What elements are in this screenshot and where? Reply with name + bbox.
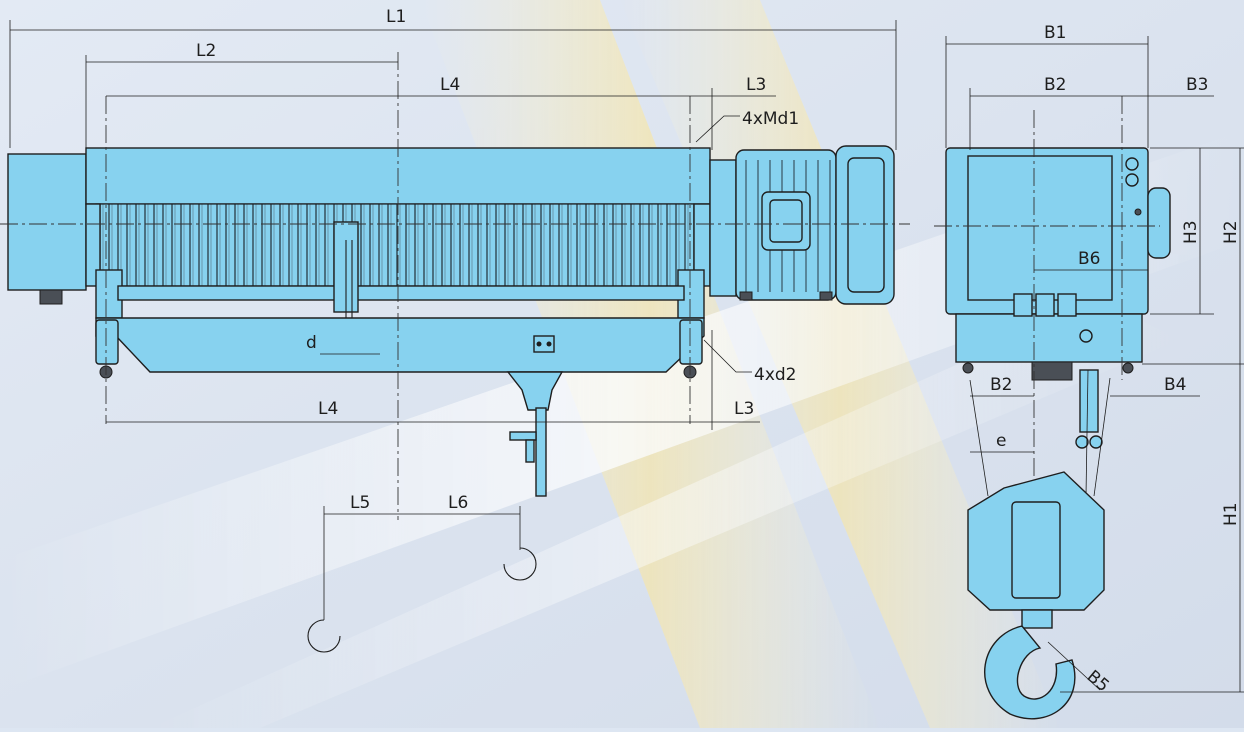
front-centerlines	[0, 52, 910, 520]
label-L1: L1	[386, 7, 406, 27]
front-dimensions	[9, 20, 897, 620]
end-cover	[7, 153, 87, 291]
label-L2: L2	[196, 41, 216, 61]
label-B4: B4	[1164, 375, 1186, 395]
label-L3-top: L3	[746, 75, 766, 95]
hook-icon	[984, 625, 1076, 720]
label-e: e	[996, 431, 1006, 451]
label-4xd2: 4xd2	[754, 365, 796, 385]
label-H3: H3	[1181, 220, 1201, 244]
label-d: d	[306, 333, 317, 353]
label-L4-bottom: L4	[318, 399, 338, 419]
label-B3: B3	[1186, 75, 1208, 95]
rope-drum	[95, 203, 695, 287]
side-centerlines	[934, 96, 1160, 476]
side-panel	[967, 155, 1113, 301]
label-B2-bottom: B2	[990, 375, 1012, 395]
hoist-front-view	[7, 145, 895, 497]
label-H1: H1	[1221, 502, 1241, 526]
trolley-beam	[95, 317, 705, 373]
label-B2-top: B2	[1044, 75, 1066, 95]
side-dimensions	[945, 36, 1244, 693]
label-B6: B6	[1078, 249, 1100, 269]
hook-icon	[307, 547, 537, 653]
hoist-side-view	[945, 147, 1171, 720]
label-L5: L5	[350, 493, 370, 513]
label-H2: H2	[1221, 220, 1241, 244]
label-L6: L6	[448, 493, 468, 513]
label-L3-bottom: L3	[734, 399, 754, 419]
label-4xMd1: 4xMd1	[742, 109, 799, 129]
label-L4-top: L4	[440, 75, 460, 95]
label-B1: B1	[1044, 23, 1066, 43]
motor-flange	[709, 159, 737, 297]
